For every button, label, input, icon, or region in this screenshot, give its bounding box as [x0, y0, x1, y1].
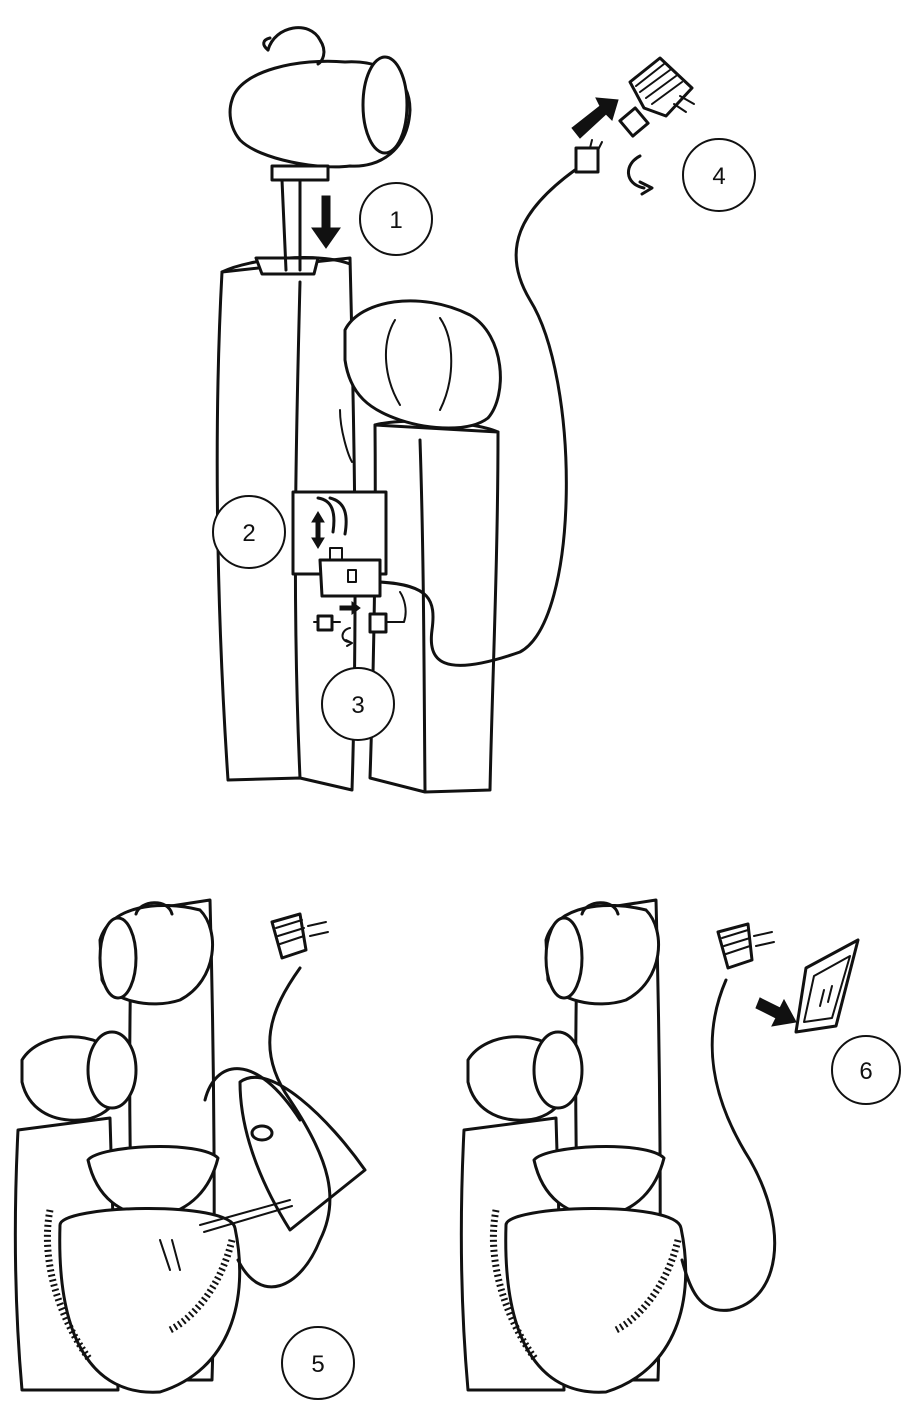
step-3-label: 3 — [351, 692, 364, 719]
jug-base — [272, 166, 328, 180]
step-6-marker: 6 — [832, 1036, 900, 1104]
arrow-down-icon — [312, 196, 340, 248]
face-sculpture — [345, 301, 500, 428]
rotate-icon — [628, 156, 652, 194]
connector-male-small — [318, 616, 332, 630]
top-fountain-illustration — [217, 28, 694, 792]
step-3-marker: 3 — [322, 668, 394, 740]
connector-female-small — [370, 614, 386, 632]
arrow-upright-icon — [572, 98, 618, 138]
adapter-socket — [620, 108, 648, 136]
step-5-marker: 5 — [282, 1327, 354, 1399]
step-6-label: 6 — [859, 1058, 872, 1085]
step-4-marker: 4 — [683, 139, 755, 211]
watering-can — [240, 1077, 365, 1230]
step-1-label: 1 — [389, 207, 402, 234]
step-1-marker: 1 — [360, 183, 432, 255]
short-column — [370, 425, 498, 792]
cord-connector — [576, 148, 598, 172]
step-5-label: 5 — [311, 1351, 324, 1378]
arrow-toward-outlet-icon — [756, 998, 796, 1026]
jug-mouth — [363, 57, 407, 153]
step-2-label: 2 — [242, 520, 255, 547]
bottom-left-illustration — [15, 900, 365, 1392]
step-4-label: 4 — [712, 163, 725, 190]
pump — [320, 560, 380, 596]
bottom-right-illustration — [461, 900, 858, 1392]
step-2-marker: 2 — [213, 496, 285, 568]
